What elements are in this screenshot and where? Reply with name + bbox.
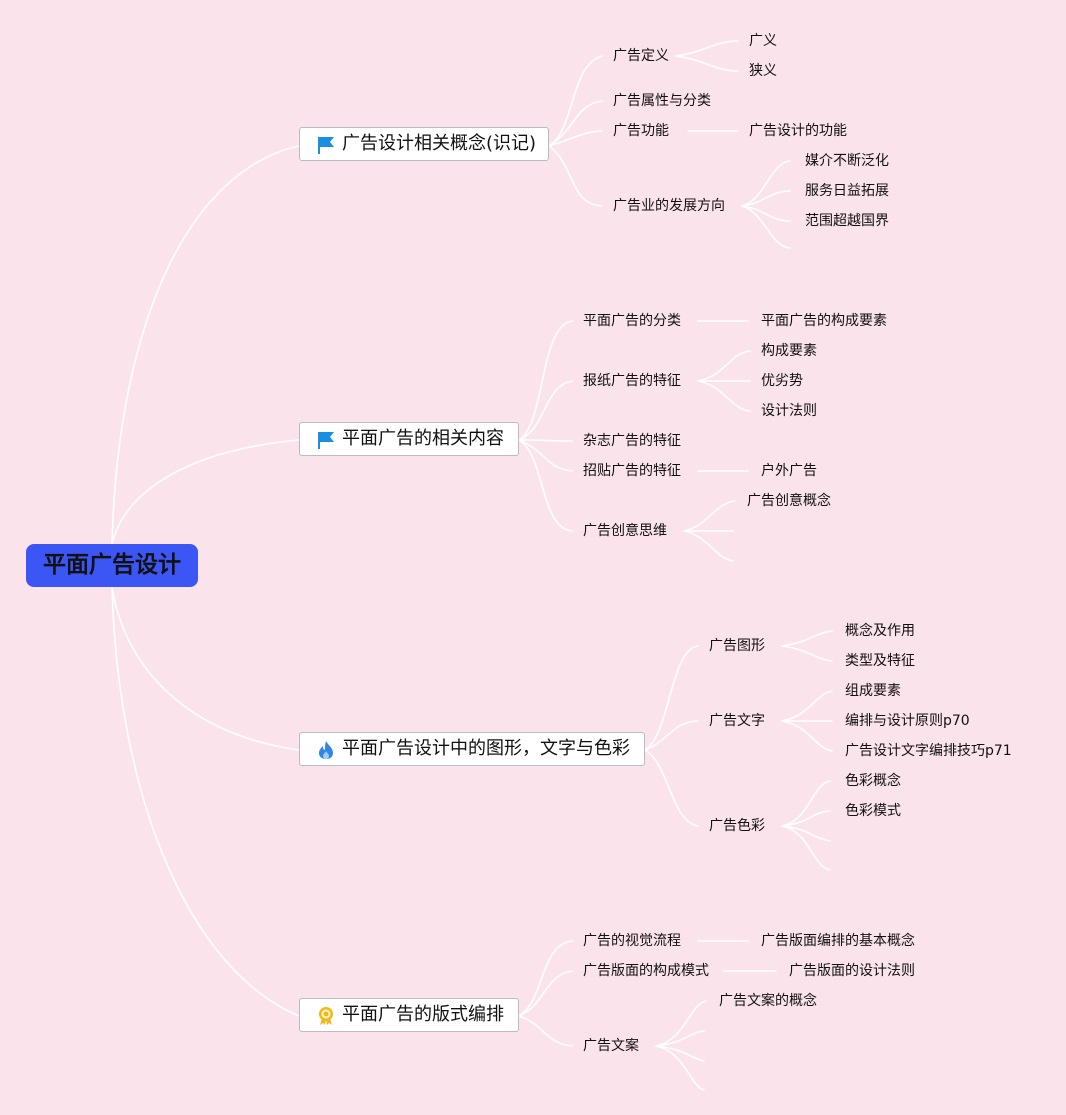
- link-b3-graphics: [644, 645, 699, 751]
- link-text-1: [781, 690, 833, 722]
- link-newspaper-3: [697, 380, 751, 412]
- link-creative-1: [683, 500, 736, 532]
- root-topic[interactable]: 平面广告设计: [26, 544, 198, 587]
- link-newspaper-1: [697, 350, 751, 382]
- branch-concepts[interactable]: 广告设计相关概念(识记): [299, 127, 549, 161]
- link-b2-poster: [518, 439, 573, 472]
- link-b3-text: [644, 720, 699, 751]
- topic-text-principles[interactable]: 编排与设计原则p70: [845, 713, 970, 729]
- link-color-2: [781, 810, 831, 827]
- topic-creative-concept[interactable]: 广告创意概念: [747, 493, 831, 509]
- topic-text-elements[interactable]: 组成要素: [845, 683, 901, 699]
- topic-ad-definition[interactable]: 广告定义: [613, 48, 669, 64]
- topic-media-generalization[interactable]: 媒介不断泛化: [805, 153, 889, 169]
- topic-newspaper[interactable]: 报纸广告的特征: [583, 373, 681, 389]
- link-definition-broad: [675, 40, 739, 57]
- fire-icon: [319, 741, 333, 759]
- topic-graphics-concept[interactable]: 概念及作用: [845, 623, 915, 639]
- topic-narrow-sense[interactable]: 狭义: [749, 63, 777, 79]
- topic-color[interactable]: 广告色彩: [709, 818, 765, 834]
- link-b2-magazine: [518, 439, 573, 442]
- link-root-b1: [111, 145, 300, 545]
- topic-layout-basic-concept[interactable]: 广告版面编排的基本概念: [761, 933, 915, 949]
- link-root-b2: [111, 439, 300, 545]
- topic-creative[interactable]: 广告创意思维: [583, 523, 667, 539]
- topic-development[interactable]: 广告业的发展方向: [613, 198, 725, 214]
- topic-service-expansion[interactable]: 服务日益拓展: [805, 183, 889, 199]
- link-root-b3: [111, 586, 300, 751]
- link-development-4: [741, 205, 791, 249]
- topic-classification[interactable]: 平面广告的分类: [583, 313, 681, 329]
- link-b1-development: [548, 145, 603, 207]
- topic-ad-function[interactable]: 广告功能: [613, 123, 669, 139]
- topic-color-concept[interactable]: 色彩概念: [845, 773, 901, 789]
- link-text-3: [781, 720, 833, 752]
- branch-graphics-text-color[interactable]: 平面广告设计中的图形，文字与色彩: [299, 732, 645, 766]
- link-copy-2: [655, 1030, 705, 1047]
- link-b2-newspaper: [518, 380, 573, 441]
- award-ribbon-icon: [319, 1007, 333, 1025]
- topic-graphics-types[interactable]: 类型及特征: [845, 653, 915, 669]
- topic-layout-rules[interactable]: 广告版面的设计法则: [789, 963, 915, 979]
- branch-label: 平面广告的版式编排: [342, 1004, 504, 1025]
- link-copy-4: [655, 1045, 705, 1091]
- topic-ad-copy[interactable]: 广告文案: [583, 1038, 639, 1054]
- link-b1-attributes: [548, 100, 603, 147]
- topic-poster[interactable]: 招贴广告的特征: [583, 463, 681, 479]
- topic-copy-concept[interactable]: 广告文案的概念: [719, 993, 817, 1009]
- branch-label: 平面广告的相关内容: [342, 428, 504, 449]
- link-b2-creative: [518, 439, 573, 532]
- topic-graphics[interactable]: 广告图形: [709, 638, 765, 654]
- topic-ad-attributes[interactable]: 广告属性与分类: [613, 93, 711, 109]
- topic-outdoor[interactable]: 户外广告: [761, 463, 817, 479]
- topic-magazine[interactable]: 杂志广告的特征: [583, 433, 681, 449]
- link-b4-copy: [518, 1015, 573, 1047]
- link-color-3: [781, 825, 831, 842]
- branch-content[interactable]: 平面广告的相关内容: [299, 422, 519, 456]
- branch-label: 平面广告设计中的图形，文字与色彩: [342, 738, 630, 759]
- topic-broad-sense[interactable]: 广义: [749, 33, 777, 49]
- topic-layout-mode[interactable]: 广告版面的构成模式: [583, 963, 709, 979]
- link-copy-1: [655, 1000, 707, 1047]
- flag-icon: [318, 432, 334, 449]
- link-graphics-1: [781, 630, 833, 647]
- topic-composition-elements[interactable]: 平面广告的构成要素: [761, 313, 887, 329]
- topic-visual-flow[interactable]: 广告的视觉流程: [583, 933, 681, 949]
- branch-label: 广告设计相关概念(识记): [342, 133, 537, 154]
- link-root-b4: [111, 586, 300, 1017]
- link-creative-3: [683, 530, 734, 562]
- link-definition-narrow: [675, 55, 739, 72]
- link-development-2: [741, 190, 791, 207]
- link-copy-3: [655, 1045, 705, 1062]
- topic-newspaper-elements[interactable]: 构成要素: [761, 343, 817, 359]
- link-b3-color: [644, 749, 699, 827]
- link-color-4: [781, 825, 831, 871]
- topic-newspaper-rules[interactable]: 设计法则: [761, 403, 817, 419]
- link-b4-layout-mode: [518, 970, 573, 1017]
- topic-text-techniques[interactable]: 广告设计文字编排技巧p71: [845, 743, 1012, 759]
- branch-layout[interactable]: 平面广告的版式编排: [299, 998, 519, 1032]
- link-b4-visual-flow: [518, 940, 573, 1017]
- link-graphics-2: [781, 645, 833, 662]
- topic-beyond-borders[interactable]: 范围超越国界: [805, 213, 889, 229]
- topic-design-function[interactable]: 广告设计的功能: [749, 123, 847, 139]
- link-b2-classification: [518, 320, 573, 441]
- topic-newspaper-pros-cons[interactable]: 优劣势: [761, 373, 803, 389]
- topic-text[interactable]: 广告文字: [709, 713, 765, 729]
- link-color-1: [781, 780, 831, 827]
- flag-icon: [318, 137, 334, 154]
- link-development-3: [741, 205, 791, 222]
- link-b1-definition: [548, 55, 603, 147]
- link-development-1: [741, 160, 791, 207]
- link-b1-function: [548, 130, 603, 147]
- topic-color-mode[interactable]: 色彩模式: [845, 803, 901, 819]
